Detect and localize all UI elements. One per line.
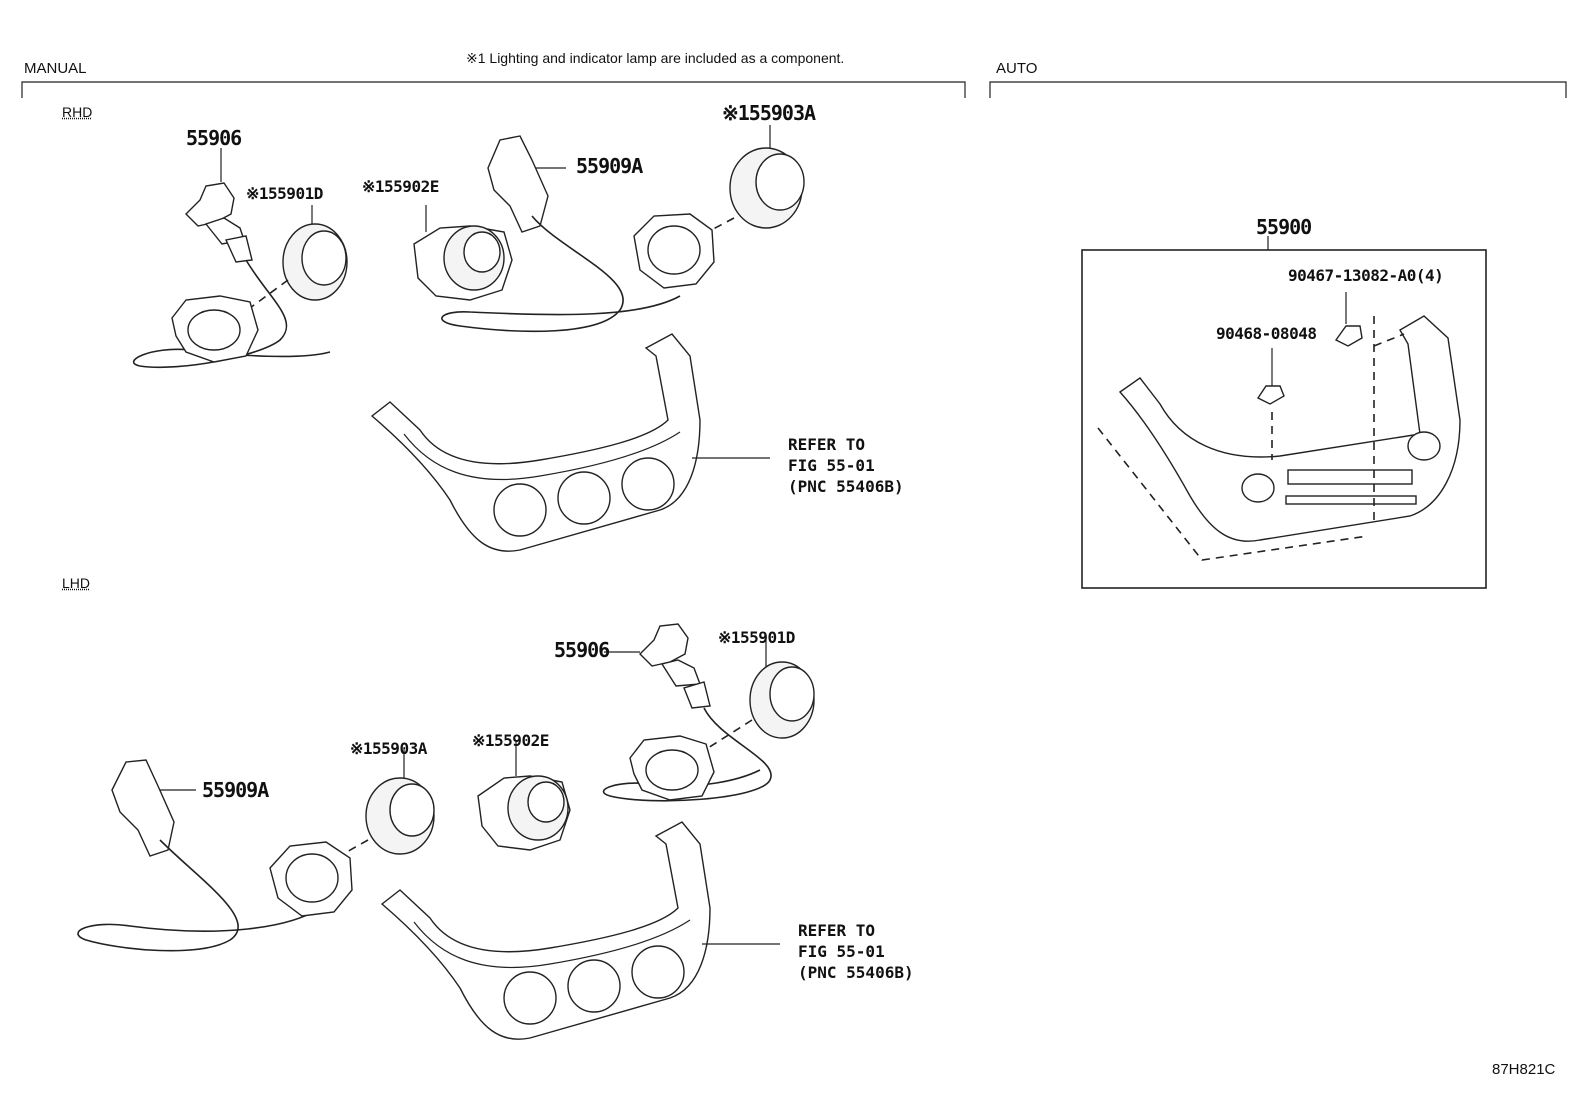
auto-assembly-frame: [1081, 236, 1487, 589]
lhd-refer-line-2: FIG 55-01: [798, 942, 885, 961]
rhd-refer-line-1: REFER TO: [788, 435, 866, 454]
lhd-harness-1: [602, 707, 772, 802]
rhd-part-55903a: ※155903A: [722, 101, 816, 125]
lhd-knob-55901d: [707, 640, 815, 749]
lhd-part-55903a: ※155903A: [350, 739, 427, 758]
rhd-refer-line-3: (PNC 55406B): [788, 477, 904, 496]
manual-bracket: [21, 81, 966, 98]
rhd-bulb-socket-55906: [185, 148, 253, 263]
rhd-knob-55901d: [249, 205, 348, 309]
lhd-panel-bezel: [380, 821, 780, 1040]
auto-control-panel: [1097, 315, 1461, 561]
component-note: ※1 Lighting and indicator lamp are inclu…: [466, 50, 845, 66]
lhd-part-55909a: 55909A: [202, 778, 269, 802]
diagram-code: 87H821C: [1492, 1061, 1556, 1078]
lhd-part-55906: 55906: [554, 638, 610, 662]
auto-part-55900: 55900: [1256, 215, 1312, 239]
manual-label: MANUAL: [24, 60, 87, 77]
lhd-bracket-55909a: [77, 759, 353, 952]
auto-label: AUTO: [996, 60, 1038, 77]
auto-bracket: [989, 81, 1567, 98]
lhd-refer-line-3: (PNC 55406B): [798, 963, 914, 982]
auto-part-90467: 90467-13082-A0(4): [1288, 266, 1444, 285]
lhd-label: LHD: [62, 575, 91, 591]
rhd-part-55901d: ※155901D: [246, 184, 323, 203]
lhd-knob-55903a: [335, 748, 435, 859]
lhd-refer-note: REFER TO FIG 55-01 (PNC 55406B): [798, 920, 914, 983]
rhd-knob-55903a: [633, 125, 805, 289]
auto-nut-90468: [1256, 348, 1285, 405]
auto-part-90468: 90468-08048: [1216, 324, 1317, 343]
rhd-switch-55902e: [413, 205, 513, 301]
rhd-part-55909a: 55909A: [576, 154, 643, 178]
lhd-refer-line-1: REFER TO: [798, 921, 876, 940]
rhd-part-55906: 55906: [186, 126, 242, 150]
rhd-label: RHD: [62, 104, 93, 120]
rhd-refer-note: REFER TO FIG 55-01 (PNC 55406B): [788, 434, 904, 497]
rhd-bracket-55909a: [441, 135, 681, 333]
lhd-part-55902e: ※155902E: [472, 731, 549, 750]
lhd-switch-55902e: [477, 742, 571, 851]
rhd-harness-1: [132, 259, 331, 369]
rhd-refer-line-2: FIG 55-01: [788, 456, 875, 475]
rhd-part-55902e: ※155902E: [362, 177, 439, 196]
rhd-panel-bezel: [370, 333, 770, 552]
lhd-bulb-socket-55906: [604, 623, 711, 709]
lhd-part-55901d: ※155901D: [718, 628, 795, 647]
auto-clip-90467: [1334, 292, 1363, 347]
